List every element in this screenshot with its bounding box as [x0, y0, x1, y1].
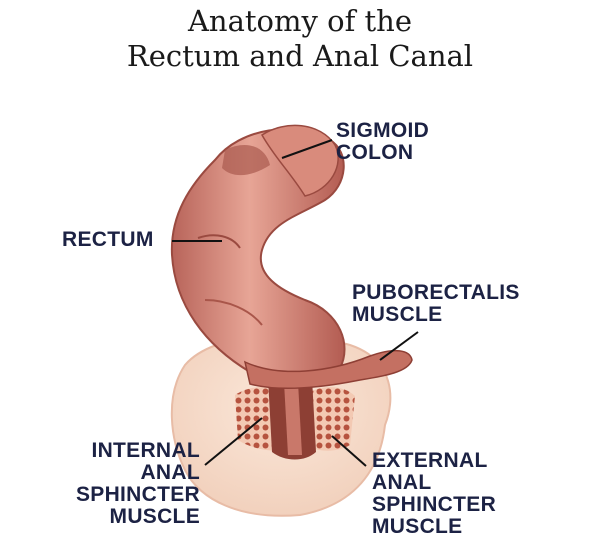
puborectalis-sling	[243, 349, 413, 390]
leader-puborectalis	[379, 331, 419, 361]
label-internal-anal-sphincter-muscle: INTERNAL ANAL SPHINCTER MUSCLE	[60, 440, 200, 528]
label-rectum: RECTUM	[62, 229, 154, 251]
label-external-line-2: ANAL	[372, 471, 432, 494]
label-puborectalis-line-1: PUBORECTALIS	[352, 281, 520, 304]
label-rectum-line-1: RECTUM	[62, 228, 154, 251]
title-line-1: Anatomy of the	[187, 4, 413, 38]
label-puborectalis-line-2: MUSCLE	[352, 303, 443, 326]
label-puborectalis-muscle: PUBORECTALIS MUSCLE	[352, 282, 520, 326]
label-sigmoid-colon-line-1: SIGMOID	[336, 119, 430, 142]
leader-internal-sphincter	[204, 417, 263, 466]
label-internal-line-3: SPHINCTER	[75, 483, 200, 506]
leader-external-sphincter	[331, 435, 367, 467]
label-external-line-4: MUSCLE	[372, 515, 463, 538]
sigmoid-colon-segment	[261, 124, 339, 197]
leader-sigmoid-colon	[281, 139, 333, 159]
label-sigmoid-colon: SIGMOID COLON	[336, 120, 429, 164]
rectum-body	[170, 128, 346, 387]
label-internal-line-4: MUSCLE	[109, 505, 200, 528]
label-external-line-3: SPHINCTER	[372, 493, 497, 516]
diagram-title: Anatomy of the Rectum and Anal Canal	[0, 4, 600, 74]
rectum-fold-2	[204, 299, 263, 326]
external-sphincter-right	[310, 387, 355, 451]
label-external-anal-sphincter-muscle: EXTERNAL ANAL SPHINCTER MUSCLE	[372, 450, 496, 538]
rectum-fold	[197, 234, 241, 249]
label-internal-line-2: ANAL	[140, 461, 200, 484]
label-sigmoid-colon-line-2: COLON	[336, 141, 414, 164]
title-line-2: Rectum and Anal Canal	[126, 39, 474, 73]
anal-canal-inner	[284, 382, 302, 455]
label-internal-line-1: INTERNAL	[91, 439, 200, 462]
label-external-line-1: EXTERNAL	[372, 449, 488, 472]
sigmoid-haustra	[222, 145, 270, 176]
